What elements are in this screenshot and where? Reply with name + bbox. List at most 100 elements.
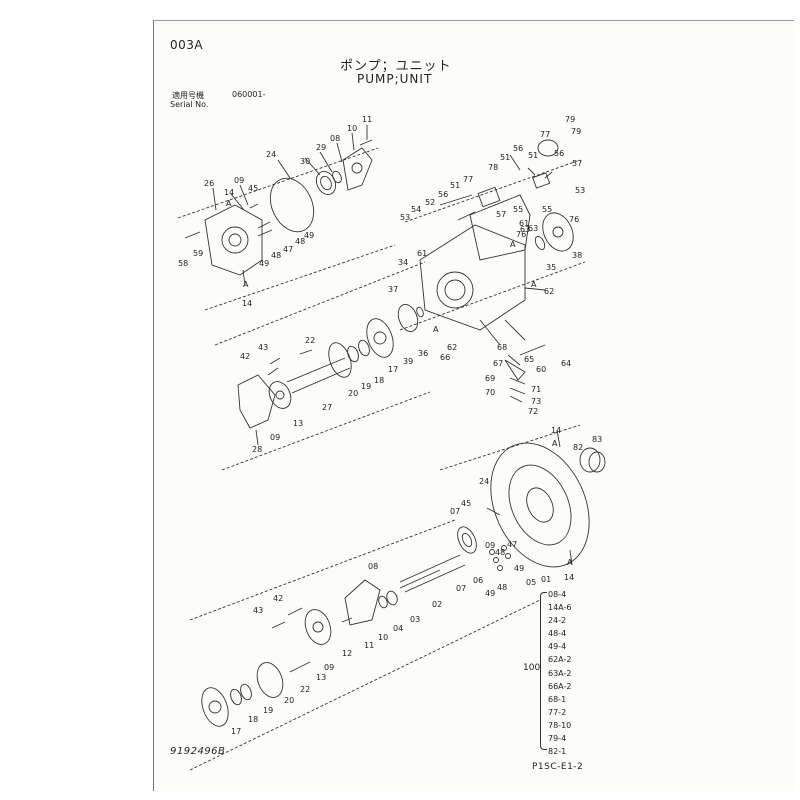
kit-item: 66A-2 [548,681,572,691]
callout: 66 [440,353,450,362]
callout: 47 [283,245,293,254]
callout: 34 [398,258,408,267]
kit-item: 24-2 [548,616,567,626]
valve-plate-39 [397,304,419,332]
callout: 59 [193,249,203,258]
callout: 58 [178,259,188,268]
callout: 82 [573,443,583,452]
callout: 51 [500,153,510,162]
callout: 07 [456,584,466,593]
callout: 08 [330,134,340,143]
bearing [315,171,337,195]
callout: 67 [493,359,503,368]
kit-item: 68-1 [548,694,567,704]
callout: 43 [253,606,263,615]
callout: 77 [540,130,550,139]
callout: A [243,280,249,289]
callout-labels: 11 10 08 29 30 24 09 26 14 45 A 58 59 49… [178,115,602,736]
main-pump-group [189,424,606,771]
callout: 76 [569,215,579,224]
callout: 05 [526,578,536,587]
pump-housing [419,224,526,331]
callout: 49 [304,231,314,240]
callout: 42 [240,352,250,361]
callout: 12 [342,649,352,658]
kit-brace [540,592,547,750]
callout: 79 [571,127,581,136]
callout: 55 [513,205,523,214]
callout: 49 [485,589,495,598]
callout: 17 [388,365,398,374]
callout: 48 [495,548,505,557]
callout: 19 [263,706,273,715]
snap-ring [332,170,342,184]
callout: 64 [561,359,571,368]
callout: 24 [266,150,276,159]
flange-01 [490,442,590,568]
callout: 08 [368,562,378,571]
callout: 72 [528,407,538,416]
seal-06 [457,526,477,554]
callout: 37 [388,285,398,294]
callout: 38 [572,251,582,260]
callout: 70 [485,388,495,397]
kit-item: 08-4 [548,590,567,599]
callout: 07 [450,507,460,516]
callout: 48 [295,237,305,246]
regulator-block [469,194,531,261]
callout: 22 [305,336,315,345]
callout: 51 [528,151,538,160]
kit-number: 100 [523,663,541,673]
shaft-27 [286,357,346,383]
cover-assembly-group [177,125,396,311]
callout: 20 [284,696,294,705]
callout: 45 [248,184,258,193]
callout: 28 [252,445,262,454]
plate-09 [268,381,292,409]
callout: 04 [393,624,403,633]
pin-43b [271,621,286,629]
callout: 83 [592,435,602,444]
bracket-67 [504,359,526,381]
callout: 26 [204,179,214,188]
callout: 56 [554,149,564,158]
kit-item: 78-10 [548,720,572,730]
callout: 68 [497,343,507,352]
callout: 56 [513,144,523,153]
kit-item: 82-1 [548,747,567,757]
callout: 45 [461,499,471,508]
kit-item: 62A-2 [548,655,572,665]
callout: 48 [497,583,507,592]
callout: 22 [300,685,310,694]
callout: 39 [403,357,413,366]
callout: 53 [400,213,410,222]
kit-item: 14A-6 [548,603,572,613]
callout: 13 [293,419,303,428]
callout: 47 [507,540,517,549]
serial-number-value: 060001- [232,90,266,99]
kit-item: 79-4 [548,734,567,744]
kit-item: 63A-2 [548,668,572,678]
title-japanese: ポンプ；ユニット [340,59,452,74]
drawing-sheet [153,20,794,791]
callout: 71 [531,385,541,394]
pin-42 [267,367,279,376]
shaft-22b [289,661,311,673]
kit-item: 48-4 [548,629,567,639]
callout: 09 [324,663,334,672]
sheet-code: P1SC-E1-2 [532,762,584,772]
callout: 79 [565,115,575,124]
callout: A [552,439,558,448]
callout: 06 [473,576,483,585]
callout: A [226,199,232,208]
cover-plate-38 [542,212,574,252]
callout: 62 [447,343,457,352]
bolt-60 [519,344,546,356]
callout: 14 [564,573,574,582]
callout: 49 [514,564,524,573]
cylinder-17b [201,687,229,727]
serial-label-japanese: 適用号機 [172,91,204,100]
pin-42b [287,607,303,616]
callout: 09 [485,541,495,550]
